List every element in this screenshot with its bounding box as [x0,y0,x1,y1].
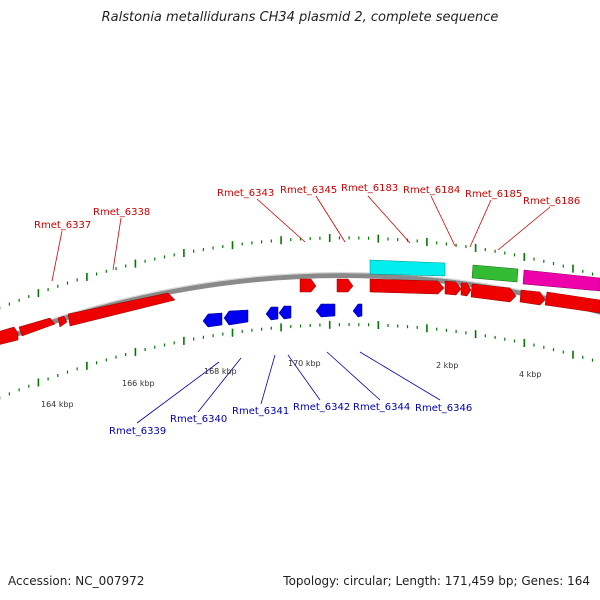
gene-feature-reverse[interactable] [352,303,363,318]
gene-feature-reverse[interactable] [223,309,249,326]
gene-label[interactable]: Rmet_6341 [232,406,289,417]
gene-label[interactable]: Rmet_6338 [93,207,150,218]
kbp-label: 2 kbp [436,361,458,370]
gene-label[interactable]: Rmet_6343 [217,188,274,199]
gene-feature-forward[interactable] [18,317,56,337]
outer-tick-ring [0,234,594,310]
gene-feature-forward[interactable] [0,326,19,347]
topology-summary: Topology: circular; Length: 171,459 bp; … [283,574,590,588]
gene-feature-reverse[interactable] [315,303,336,318]
gene-feature-green[interactable] [471,264,519,283]
forward-gene-labels: Rmet_6337 Rmet_6338 Rmet_6343 Rmet_6345 … [34,183,580,231]
accession-text: Accession: NC_007972 [8,574,145,588]
gene-label[interactable]: Rmet_6337 [34,220,91,231]
kbp-label: 164 kbp [41,400,74,409]
gene-label[interactable]: Rmet_6185 [465,189,522,200]
gene-label[interactable]: Rmet_6184 [403,185,460,196]
gene-feature-forward[interactable] [57,315,68,328]
gene-feature-forward[interactable] [470,283,517,303]
gene-label[interactable]: Rmet_6183 [341,183,398,194]
gene-feature-forward[interactable] [336,278,354,293]
gene-feature-reverse[interactable] [278,305,292,320]
map-title: Ralstonia metallidurans CH34 plasmid 2, … [101,10,499,25]
gene-label[interactable]: Rmet_6346 [415,403,472,414]
kbp-label: 4 kbp [519,370,541,379]
gene-feature-forward[interactable] [369,278,445,295]
kbp-label: 170 kbp [288,359,321,368]
gene-label[interactable]: Rmet_6339 [109,426,166,437]
gene-label[interactable]: Rmet_6345 [280,185,337,196]
gene-feature-cyan[interactable] [369,259,446,277]
gene-label[interactable]: Rmet_6340 [170,414,227,425]
gene-feature-magenta[interactable] [522,269,600,292]
label-leaders [51,195,551,424]
gene-label[interactable]: Rmet_6342 [293,402,350,413]
kbp-label: 166 kbp [122,379,155,388]
gene-feature-forward[interactable] [519,289,546,306]
gene-label[interactable]: Rmet_6186 [523,196,580,207]
gene-feature-forward[interactable] [460,282,472,297]
kbp-label: 168 kbp [204,367,237,376]
gene-feature-forward[interactable] [299,278,317,293]
reverse-gene-labels: Rmet_6339 Rmet_6340 Rmet_6341 Rmet_6342 … [109,402,472,437]
gene-feature-forward[interactable] [67,292,176,327]
gene-feature-forward[interactable] [444,280,462,296]
gene-label[interactable]: Rmet_6344 [353,402,410,413]
inner-tick-ring [0,320,594,400]
gene-track [0,259,600,347]
gene-feature-reverse[interactable] [265,306,279,321]
gene-feature-forward[interactable] [544,291,600,314]
kbp-scale-labels: 164 kbp 166 kbp 168 kbp 170 kbp 2 kbp 4 … [41,359,541,409]
gene-feature-reverse[interactable] [202,312,223,328]
